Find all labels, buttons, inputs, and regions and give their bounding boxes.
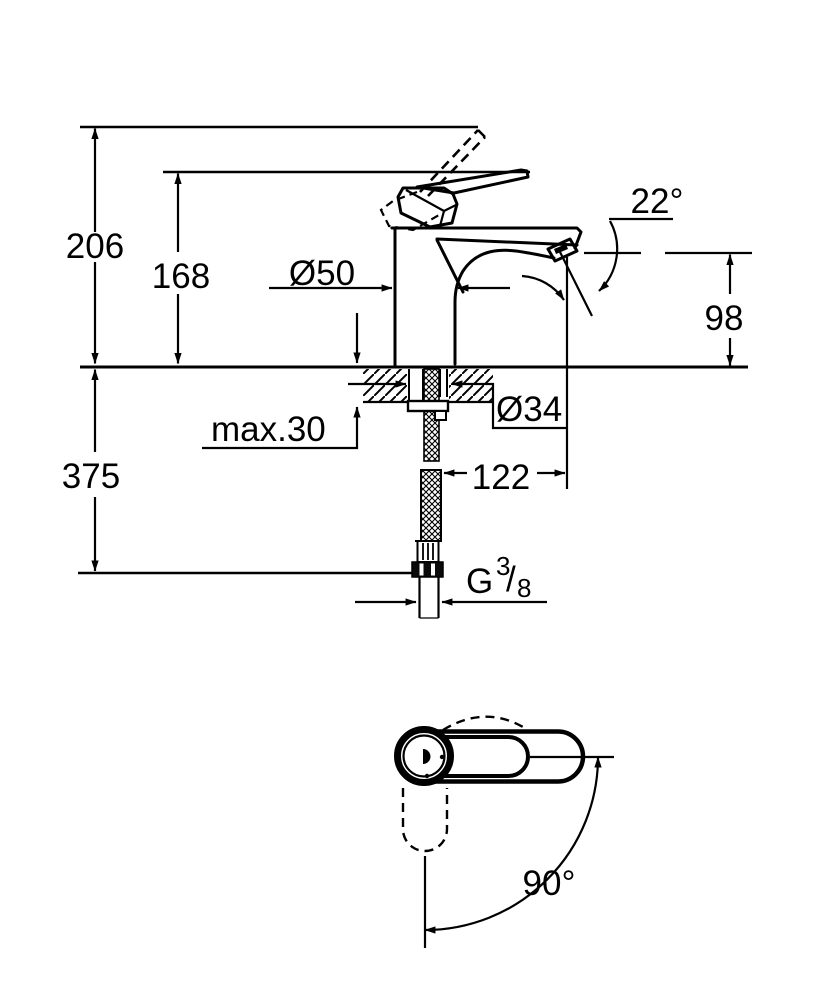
dim-handle-height-label: 168 (152, 257, 210, 296)
hose-nut (411, 561, 444, 578)
lever-handle (396, 168, 530, 229)
thread-denominator-label: 8 (517, 573, 531, 603)
dim-hole-diameter: Ø34 (348, 380, 566, 430)
angle-reference-line (559, 251, 593, 317)
dim-spout-height: 98 (584, 251, 752, 367)
dim-below-deck-label: 375 (62, 457, 120, 496)
dim-body-diameter: Ø50 (269, 254, 510, 293)
dim-deck-thickness-label: max.30 (211, 410, 326, 449)
dim-total-height: 206 (66, 127, 124, 365)
dim-spout-height-label: 98 (705, 299, 744, 338)
dim-handle-height: 168 (152, 172, 210, 365)
dim-offset-122: 122 (443, 458, 566, 497)
angle-arc-small (521, 274, 565, 301)
top-view: 90° (394, 715, 614, 948)
dim-hole-diameter-label: Ø34 (496, 390, 562, 429)
dim-deck-thickness: max.30 (202, 313, 361, 450)
faucet-body (390, 226, 583, 367)
dim-swivel-angle-label: 90° (523, 864, 576, 903)
mounting-flange (406, 399, 450, 421)
dim-swivel-angle: 90° (423, 755, 614, 948)
installation-detail: max.30 Ø34 122 G 3 / 8 (202, 313, 566, 619)
dim-spout-angle-label: 22° (631, 182, 684, 221)
dim-spout-angle: 22° (598, 182, 684, 292)
dim-thread-size: G 3 / 8 (355, 551, 547, 606)
side-view: 206 168 Ø50 22° 98 (62, 125, 752, 575)
thread-prefix-label: G (466, 562, 493, 601)
mounting-sleeves (408, 369, 448, 401)
thread-numerator-label: 3 (496, 551, 510, 581)
dim-body-diameter-label: Ø50 (289, 254, 355, 293)
lever-handle-raised-dashed (379, 129, 486, 232)
flex-hose (411, 469, 444, 619)
aerator (546, 237, 579, 263)
dim-offset-122-label: 122 (472, 458, 530, 497)
dim-below-deck: 375 (62, 368, 120, 572)
dim-total-height-label: 206 (66, 227, 124, 266)
top-view-hub (394, 726, 454, 786)
thread-slash-label: / (506, 560, 516, 599)
